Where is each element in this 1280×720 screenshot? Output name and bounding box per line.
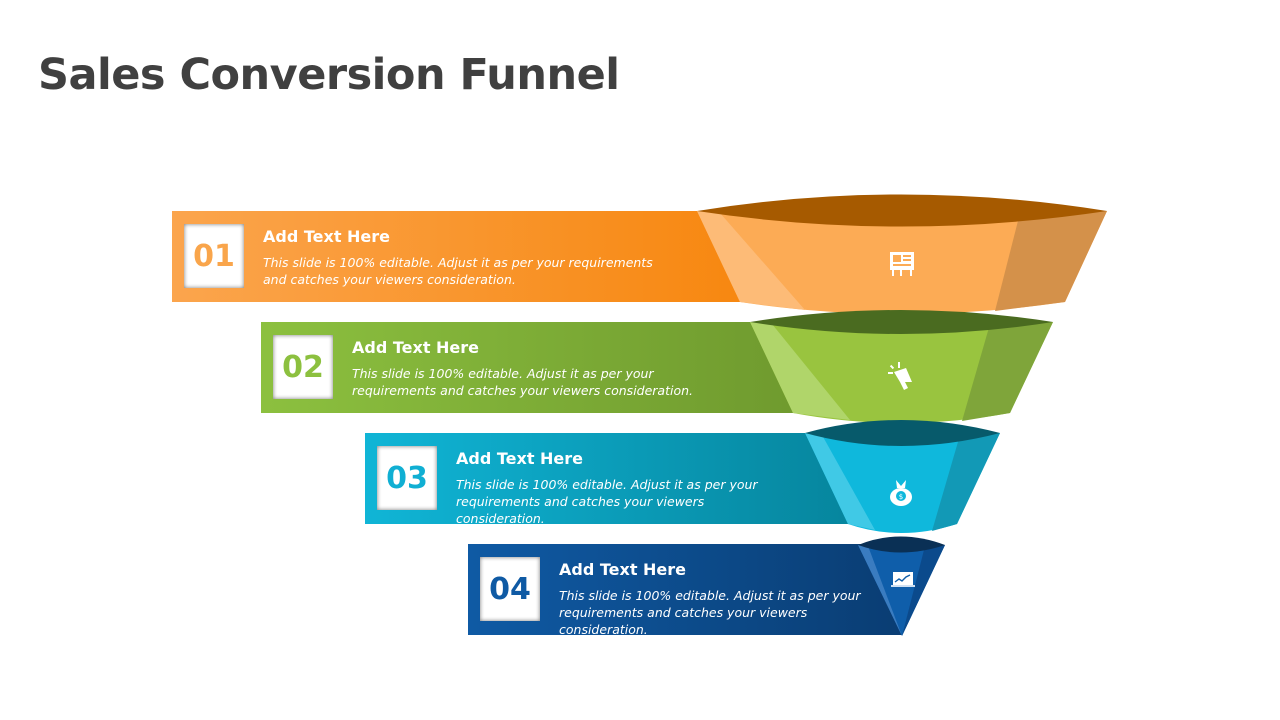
stage-heading: Add Text Here: [263, 227, 391, 246]
money-bag-icon: $: [886, 478, 916, 514]
stage-number: 04: [480, 557, 540, 621]
funnel-segment-1: [697, 194, 1107, 314]
stage-heading: Add Text Here: [559, 560, 687, 579]
stage-heading: Add Text Here: [456, 449, 584, 468]
stage-description: This slide is 100% editable. Adjust it a…: [559, 588, 861, 637]
stage-description: This slide is 100% editable. Adjust it a…: [456, 477, 758, 526]
page-title: Sales Conversion Funnel: [38, 50, 620, 100]
stage-heading: Add Text Here: [352, 338, 480, 357]
stage-band-1: 01 Add Text Here This slide is 100% edit…: [172, 211, 752, 302]
stage-description: This slide is 100% editable. Adjust it a…: [352, 366, 694, 398]
stage-number: 02: [273, 335, 333, 399]
billboard-icon: [887, 250, 917, 284]
funnel-segment-3: [805, 420, 1000, 533]
svg-text:$: $: [899, 493, 903, 501]
laptop-chart-icon: [888, 570, 918, 595]
stage-band-2: 02 Add Text Here This slide is 100% edit…: [261, 322, 801, 413]
stage-number: 01: [184, 224, 244, 288]
stage-band-4: 04 Add Text Here This slide is 100% edit…: [468, 544, 902, 637]
megaphone-icon: [886, 360, 916, 398]
stage-number: 03: [377, 446, 437, 510]
funnel-segment-4: [858, 536, 945, 636]
stage-description: This slide is 100% editable. Adjust it a…: [263, 255, 653, 287]
stage-band-3: 03 Add Text Here This slide is 100% edit…: [365, 433, 855, 526]
